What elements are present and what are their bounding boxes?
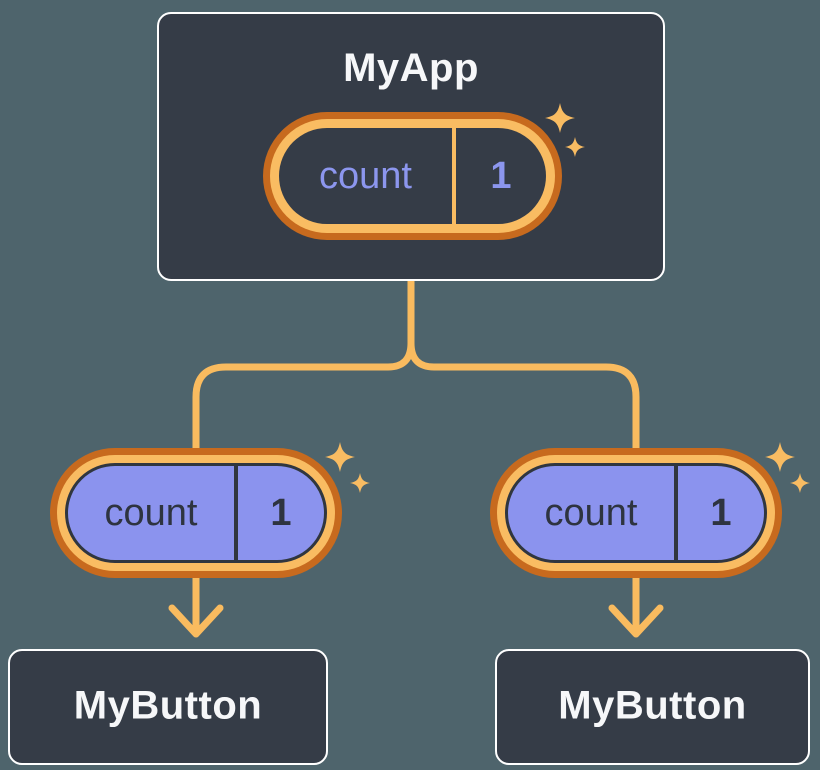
state-divider [452,128,456,224]
state-pill-ring: count 1 [270,119,555,233]
state-name: count [104,491,198,534]
sparkle-icon [545,103,575,133]
component-title: MyButton [558,683,747,728]
sparkle-icon [765,442,795,472]
state-pill-ring: count 1 [497,455,775,571]
state-pill-right-child: count 1 [490,448,782,578]
state-pill-left-child: count 1 [50,448,342,578]
component-title: MyApp [343,46,479,90]
component-card-mybutton-left: MyButton [8,649,328,765]
sparkle-icon [790,473,810,493]
arrow-down-icon [608,604,664,638]
sparkle-icon [565,137,585,157]
state-name: count [544,491,638,534]
component-title: MyButton [73,683,263,728]
state-pill-body: count 1 [279,128,546,224]
state-value: 1 [490,154,512,197]
state-pill-body: count 1 [505,463,767,563]
state-pill-body: count 1 [65,463,327,563]
sparkle-icon [325,442,355,472]
state-pill-root: count 1 [263,112,562,240]
state-value: 1 [710,491,732,534]
state-divider [234,466,238,560]
state-pill-ring: count 1 [57,455,335,571]
arrow-down-icon [168,604,224,638]
state-divider [674,466,678,560]
state-value: 1 [270,491,292,534]
sparkle-icon [350,473,370,493]
component-card-mybutton-right: MyButton [495,649,810,765]
connector-right-branch [407,276,640,634]
state-name: count [319,154,412,197]
